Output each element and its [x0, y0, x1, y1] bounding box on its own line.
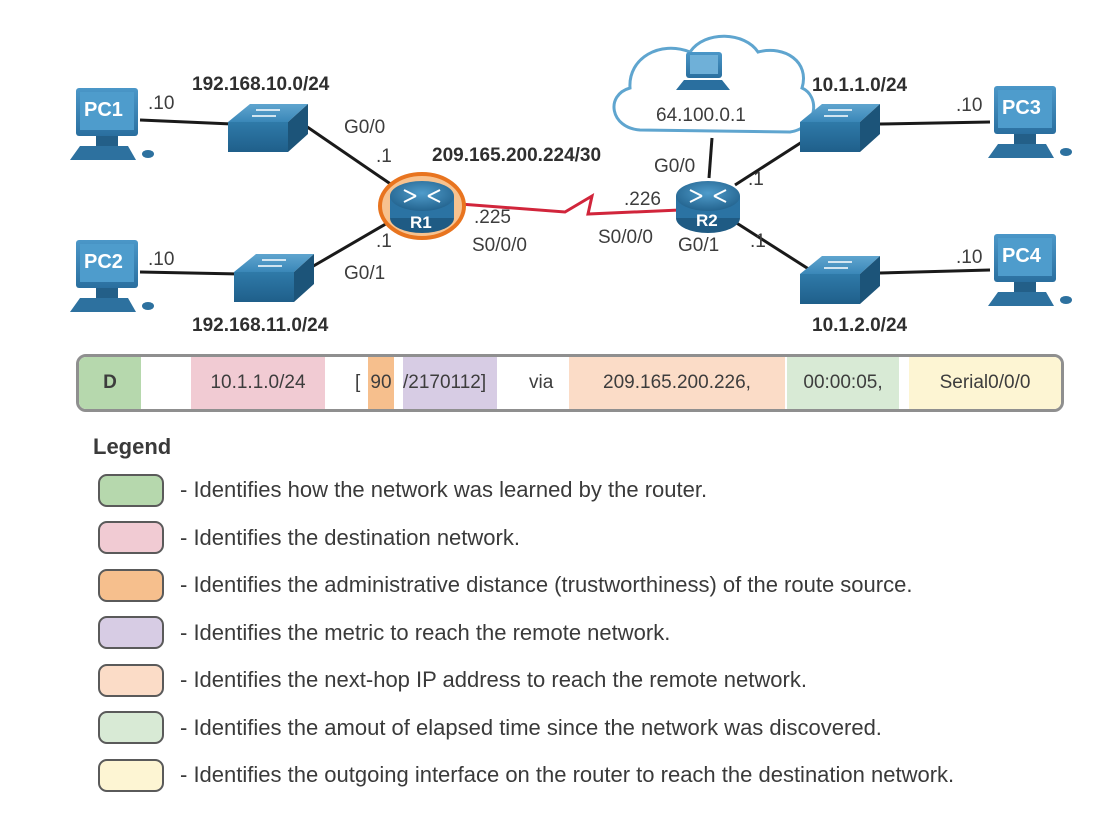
next-hop-text: 209.165.200.226,: [603, 372, 751, 393]
route-next-hop: 209.165.200.226,: [569, 357, 785, 409]
pc1-icon: [70, 88, 154, 160]
r2-s000-label: S0/0/0: [598, 227, 653, 248]
link-sw4-pc4: [879, 268, 991, 275]
network-label-lan1: 192.168.10.0/24: [192, 74, 330, 95]
legend-item: - Identifies how the network was learned…: [98, 471, 707, 509]
r1-s000-host-label: .225: [474, 207, 511, 228]
pc2-icon: [70, 240, 154, 312]
router-r2-icon: [676, 181, 740, 233]
r1-g00-label: G0/0: [344, 117, 386, 138]
pc4-host-label: .10: [956, 247, 983, 268]
links: [139, 118, 991, 277]
legend-item: - Identifies the amout of elapsed time s…: [98, 709, 882, 747]
r1-g01-label: G0/1: [344, 263, 386, 284]
link-sw3-pc3: [879, 120, 991, 126]
r2-g01-host-label: .1: [750, 231, 766, 252]
legend-item: - Identifies the metric to reach the rem…: [98, 614, 670, 652]
route-source-code: D: [79, 357, 141, 409]
route-admin-distance: 90: [368, 357, 394, 409]
route-elapsed-time: 00:00:05,: [787, 357, 899, 409]
legend-text: - Identifies the administrative distance…: [180, 572, 913, 597]
pc2-host-label: .10: [148, 249, 175, 270]
r1-g01-host-label: .1: [376, 231, 392, 252]
route-table-entry: D 10.1.1.0/24 [ 90 /2170112] via 209.165…: [76, 354, 1064, 412]
elapsed-time-text: 00:00:05,: [803, 372, 883, 393]
route-open-bracket: [: [355, 357, 369, 409]
legend-text: - Identifies the outgoing interface on t…: [180, 762, 955, 787]
legend-item: - Identifies the destination network.: [98, 519, 520, 557]
switch-icon: [800, 104, 880, 152]
switch-icon: [234, 254, 314, 302]
link-pc1-sw1: [139, 118, 233, 126]
router-r1-icon: [378, 172, 466, 240]
route-metric: /2170112]: [403, 357, 497, 409]
legend-title: Legend: [93, 434, 172, 459]
pc3-host-label: .10: [956, 95, 983, 116]
legend-swatch: [98, 521, 164, 554]
r2-g00-host-label: .1: [748, 169, 764, 190]
pc2-name: PC2: [84, 251, 123, 273]
link-r2-sw4: [734, 220, 819, 277]
route-source-text: D: [103, 372, 117, 393]
pc1-name: PC1: [84, 99, 123, 121]
route-via: via: [529, 357, 569, 409]
legend-swatch: [98, 616, 164, 649]
network-label-wan: 209.165.200.224/30: [432, 145, 602, 166]
pc4-name: PC4: [1002, 245, 1041, 267]
pc3-name: PC3: [1002, 97, 1041, 119]
link-sw2-r1: [309, 216, 397, 270]
via-text: via: [529, 372, 554, 393]
isp-server-icon: [676, 52, 730, 90]
legend-swatch: [98, 711, 164, 744]
legend-text: - Identifies the destination network.: [180, 524, 520, 550]
admin-distance-text: 90: [370, 372, 392, 393]
interface-text: Serial0/0/0: [939, 372, 1031, 393]
router-r2-name: R2: [696, 211, 718, 230]
switch-icon: [800, 256, 880, 304]
legend-swatch: [98, 758, 164, 792]
legend-text: - Identifies how the network was learned…: [180, 477, 708, 502]
legend-swatch: [98, 663, 164, 697]
switch-icon: [228, 104, 308, 152]
link-sw1-r1: [299, 120, 393, 187]
pc3-icon: [988, 86, 1072, 158]
legend-swatch: [98, 473, 164, 507]
link-cloud-r2: [707, 137, 714, 179]
r2-g01-label: G0/1: [678, 235, 720, 256]
router-r1-name: R1: [410, 213, 432, 232]
link-pc2-sw2: [139, 270, 241, 276]
network-label-lan4: 10.1.2.0/24: [812, 315, 908, 336]
r1-s000-label: S0/0/0: [472, 235, 527, 256]
legend-text: - Identifies the metric to reach the rem…: [180, 619, 671, 645]
serial-link: [459, 192, 681, 216]
pc4-icon: [988, 234, 1072, 306]
route-destination: 10.1.1.0/24: [191, 357, 325, 409]
isp-address-label: 64.100.0.1: [656, 105, 746, 126]
network-label-lan3: 10.1.1.0/24: [812, 75, 908, 96]
legend-swatch: [98, 568, 164, 602]
r2-g00-label: G0/0: [654, 156, 696, 177]
legend-item: - Identifies the next-hop IP address to …: [98, 661, 807, 699]
legend-text: - Identifies the next-hop IP address to …: [180, 667, 807, 692]
network-topology: [70, 34, 1072, 312]
legend-item: - Identifies the outgoing interface on t…: [98, 756, 954, 794]
pc1-host-label: .10: [148, 93, 175, 114]
r2-s000-host-label: .226: [624, 189, 661, 210]
legend-item: - Identifies the administrative distance…: [98, 566, 912, 604]
legend-text: - Identifies the amout of elapsed time s…: [180, 714, 882, 740]
r1-g00-host-label: .1: [376, 146, 392, 167]
open-bracket-text: [: [355, 372, 361, 393]
network-label-lan2: 192.168.11.0/24: [192, 315, 329, 336]
route-outgoing-interface: Serial0/0/0: [909, 357, 1061, 409]
route-destination-text: 10.1.1.0/24: [210, 372, 306, 393]
metric-text: /2170112]: [403, 372, 487, 393]
